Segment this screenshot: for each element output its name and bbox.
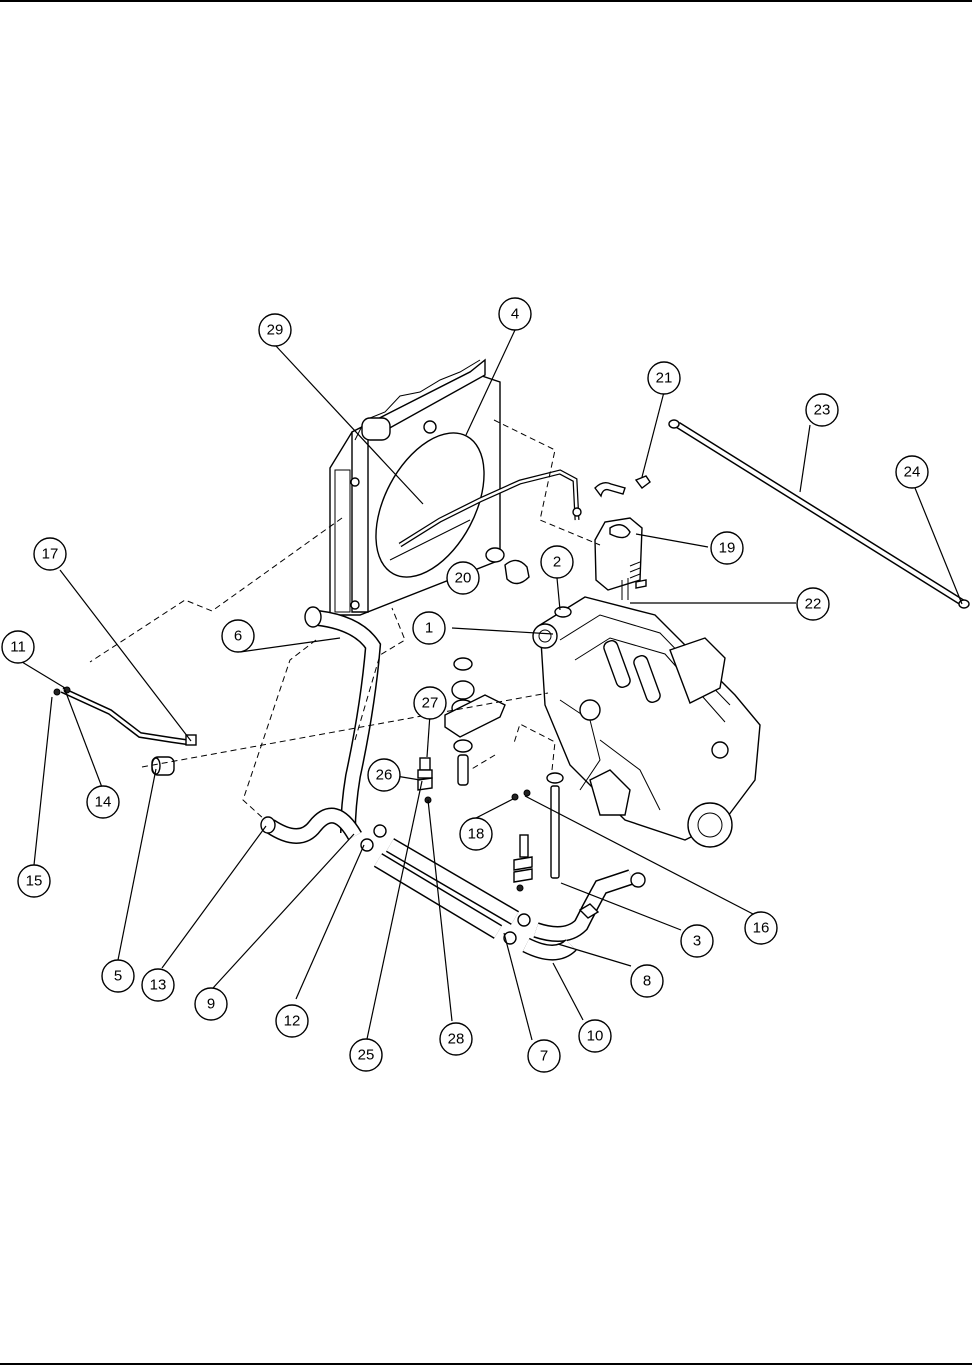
- callout-label: 20: [455, 570, 472, 587]
- callout-15: 15: [17, 864, 51, 898]
- callout-label: 27: [422, 695, 439, 712]
- callout-label: 5: [114, 968, 122, 985]
- callout-13: 13: [141, 968, 175, 1002]
- callout-label: 23: [814, 402, 831, 419]
- engine-mount-drawing: [444, 657, 506, 786]
- callout-label: 28: [448, 1031, 465, 1048]
- callout-28: 28: [439, 1022, 473, 1056]
- fan-cap-drawing: [485, 547, 530, 585]
- callout-label: 13: [150, 977, 167, 994]
- callout-27: 27: [413, 686, 447, 720]
- callout-6: 6: [221, 619, 255, 653]
- callout-label: 21: [656, 370, 673, 387]
- callout-7: 7: [527, 1039, 561, 1073]
- callout-14: 14: [86, 785, 120, 819]
- callout-label: 22: [805, 596, 822, 613]
- callout-label: 2: [553, 554, 561, 571]
- callout-18: 18: [459, 817, 493, 851]
- hoses-drawing: [260, 606, 646, 961]
- callout-4: 4: [498, 297, 532, 331]
- callout-23: 23: [805, 393, 839, 427]
- dashed-guides: [89, 419, 601, 821]
- callout-label: 18: [468, 826, 485, 843]
- callout-label: 25: [358, 1047, 375, 1064]
- callout-label: 4: [511, 306, 519, 323]
- throttle-rod-drawing: [53, 686, 197, 776]
- callout-8: 8: [630, 964, 664, 998]
- callout-label: 26: [376, 767, 393, 784]
- tube-drawing: [668, 419, 970, 609]
- top-rule: [0, 0, 972, 2]
- callout-5: 5: [101, 959, 135, 993]
- callout-label: 10: [587, 1028, 604, 1045]
- callout-label: 7: [540, 1048, 548, 1065]
- callout-label: 1: [425, 620, 433, 637]
- callout-12: 12: [275, 1004, 309, 1038]
- callout-10: 10: [578, 1019, 612, 1053]
- hardware-drawing: [417, 606, 572, 892]
- callout-20: 20: [446, 561, 480, 595]
- callout-16: 16: [744, 911, 778, 945]
- overflow-tank-drawing: [594, 475, 651, 600]
- callout-17: 17: [33, 537, 67, 571]
- callout-label: 11: [10, 639, 26, 656]
- callout-label: 14: [95, 794, 112, 811]
- callout-22: 22: [796, 587, 830, 621]
- callout-label: 17: [42, 546, 59, 563]
- callout-25: 25: [349, 1038, 383, 1072]
- callout-9: 9: [194, 987, 228, 1021]
- callout-label: 24: [904, 464, 921, 481]
- radiator-drawing: [329, 358, 582, 616]
- callout-label: 19: [719, 540, 736, 557]
- callout-label: 3: [693, 933, 701, 950]
- callout-11: 11: [1, 630, 35, 664]
- callout-label: 8: [643, 973, 651, 990]
- engine-drawing: [532, 596, 761, 848]
- bottom-rule: [0, 1363, 972, 1365]
- callout-label: 29: [267, 322, 284, 339]
- callout-label: 15: [26, 873, 43, 890]
- callout-1: 1: [412, 611, 446, 645]
- callout-26: 26: [367, 758, 401, 792]
- callout-label: 6: [234, 628, 242, 645]
- leader-lines: [21, 329, 963, 1041]
- callout-label: 16: [753, 920, 770, 937]
- callout-label: 12: [284, 1013, 301, 1030]
- callout-19: 19: [710, 531, 744, 565]
- callout-label: 9: [207, 996, 215, 1013]
- callout-29: 29: [258, 313, 292, 347]
- callout-21: 21: [647, 361, 681, 395]
- callout-2: 2: [540, 545, 574, 579]
- callout-24: 24: [895, 455, 929, 489]
- callout-3: 3: [680, 924, 714, 958]
